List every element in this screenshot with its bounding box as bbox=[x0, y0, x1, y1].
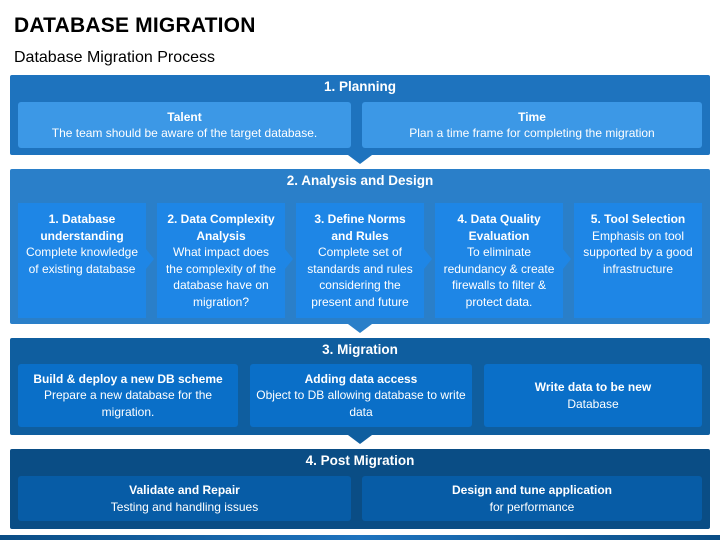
section-heading: 1. Planning bbox=[323, 78, 396, 94]
item-head: Design and tune application bbox=[451, 483, 612, 497]
item-text: Complete set of standards and rules cons… bbox=[307, 245, 413, 309]
chevron-right-icon bbox=[563, 249, 571, 269]
post-item-tune: Design and tune application for performa… bbox=[362, 476, 702, 521]
section-post-migration: 4. Post Migration Validate and Repair Te… bbox=[10, 449, 710, 529]
item-text: Plan a time frame for completing the mig… bbox=[409, 126, 655, 140]
planning-item-time: Time Plan a time frame for completing th… bbox=[362, 102, 702, 148]
item-head: 1. Database understanding bbox=[40, 212, 124, 243]
post-item-validate: Validate and Repair Testing and handling… bbox=[18, 476, 351, 521]
item-head: Write data to be new bbox=[534, 380, 652, 394]
item-text: What impact does the complexity of the d… bbox=[165, 245, 277, 309]
section-heading: 3. Migration bbox=[322, 341, 398, 357]
item-text: Object to DB allowing database to write … bbox=[256, 388, 466, 419]
chevron-right-icon bbox=[424, 249, 432, 269]
item-text: Complete knowledge of existing database bbox=[25, 245, 139, 276]
item-head: Build & deploy a new DB scheme bbox=[33, 371, 223, 386]
item-text: for performance bbox=[489, 499, 575, 514]
page-title: DATABASE MIGRATION bbox=[14, 14, 256, 37]
item-head: Adding data access bbox=[304, 371, 418, 386]
section-heading: 2. Analysis and Design bbox=[286, 172, 434, 188]
planning-item-talent: Talent The team should be aware of the t… bbox=[18, 102, 351, 148]
chevron-right-icon bbox=[146, 249, 154, 269]
flow-arrow-icon bbox=[348, 155, 372, 164]
analysis-step-2: 2. Data Complexity Analysis What impact … bbox=[157, 203, 285, 318]
section-heading: 4. Post Migration bbox=[305, 452, 415, 468]
item-text: To eliminate redundancy & create firewal… bbox=[443, 245, 555, 309]
item-head: 5. Tool Selection bbox=[590, 212, 686, 226]
section-analysis-design: 2. Analysis and Design 1. Database under… bbox=[10, 169, 710, 324]
item-head: Time bbox=[518, 109, 546, 124]
item-text: Testing and handling issues bbox=[110, 499, 259, 514]
item-head: 4. Data Quality Evaluation bbox=[457, 212, 541, 243]
chevron-right-icon bbox=[285, 249, 293, 269]
bottom-accent-bar bbox=[0, 535, 720, 540]
migration-item-build: Build & deploy a new DB scheme Prepare a… bbox=[18, 364, 238, 427]
flow-arrow-icon bbox=[348, 435, 372, 444]
migration-item-write: Write data to be new Database bbox=[484, 364, 702, 427]
item-head: 3. Define Norms and Rules bbox=[314, 212, 406, 243]
item-text: Emphasis on tool supported by a good inf… bbox=[583, 228, 693, 276]
analysis-step-4: 4. Data Quality Evaluation To eliminate … bbox=[435, 203, 563, 318]
analysis-step-1: 1. Database understanding Complete knowl… bbox=[18, 203, 146, 318]
flow-arrow-icon bbox=[348, 324, 372, 333]
item-head: Talent bbox=[167, 109, 202, 124]
page-subtitle: Database Migration Process bbox=[14, 49, 215, 66]
migration-item-access: Adding data access Object to DB allowing… bbox=[250, 364, 472, 427]
item-text: The team should be aware of the target d… bbox=[51, 126, 318, 140]
analysis-step-3: 3. Define Norms and Rules Complete set o… bbox=[296, 203, 424, 318]
analysis-step-5: 5. Tool Selection Emphasis on tool suppo… bbox=[574, 203, 702, 318]
item-head: Validate and Repair bbox=[129, 483, 240, 497]
item-head: 2. Data Complexity Analysis bbox=[167, 212, 275, 243]
item-text: Prepare a new database for the migration… bbox=[43, 388, 213, 419]
section-migration: 3. Migration Build & deploy a new DB sch… bbox=[10, 338, 710, 435]
item-text: Database bbox=[567, 396, 619, 411]
section-planning: 1. Planning Talent The team should be aw… bbox=[10, 75, 710, 155]
